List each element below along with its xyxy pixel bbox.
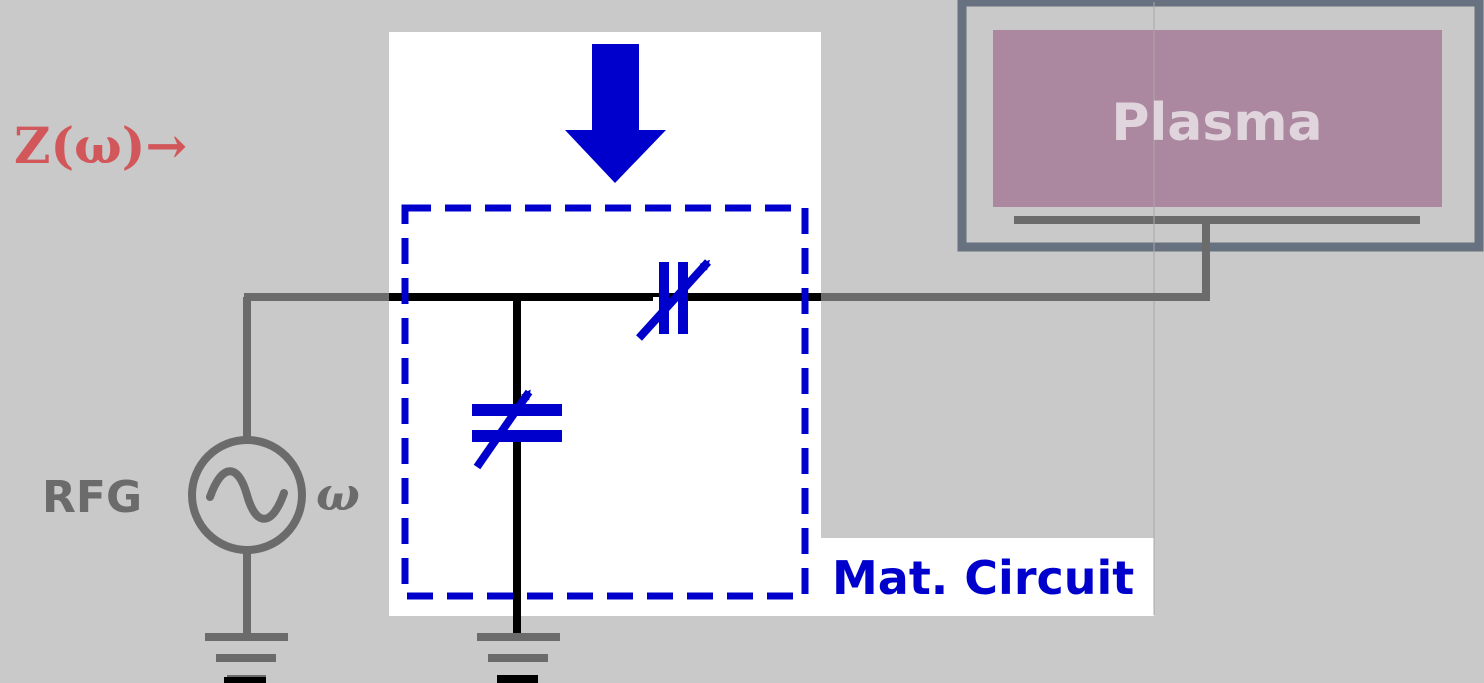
matching-circuit-label: Mat. Circuit (832, 551, 1134, 605)
shunt-variable-capacitor-icon (472, 389, 562, 470)
generator-label: RFG (42, 472, 142, 523)
rf-generator-symbol (188, 436, 306, 554)
plasma-label: Plasma (1111, 93, 1322, 153)
plasma-chamber-outline (957, 0, 1484, 252)
matching-circuit-boundary (401, 204, 809, 600)
ground-icon-shunt (477, 633, 560, 662)
ground-icon-generator (205, 633, 288, 683)
series-variable-capacitor-icon (636, 259, 711, 341)
impedance-label: Z(ω)→ (14, 116, 187, 175)
down-arrow-icon (565, 44, 666, 183)
plasma-region (993, 30, 1442, 207)
frequency-symbol: ω (316, 467, 360, 521)
sine-wave-icon (206, 467, 288, 523)
matching-panel-label-background (821, 538, 1154, 616)
